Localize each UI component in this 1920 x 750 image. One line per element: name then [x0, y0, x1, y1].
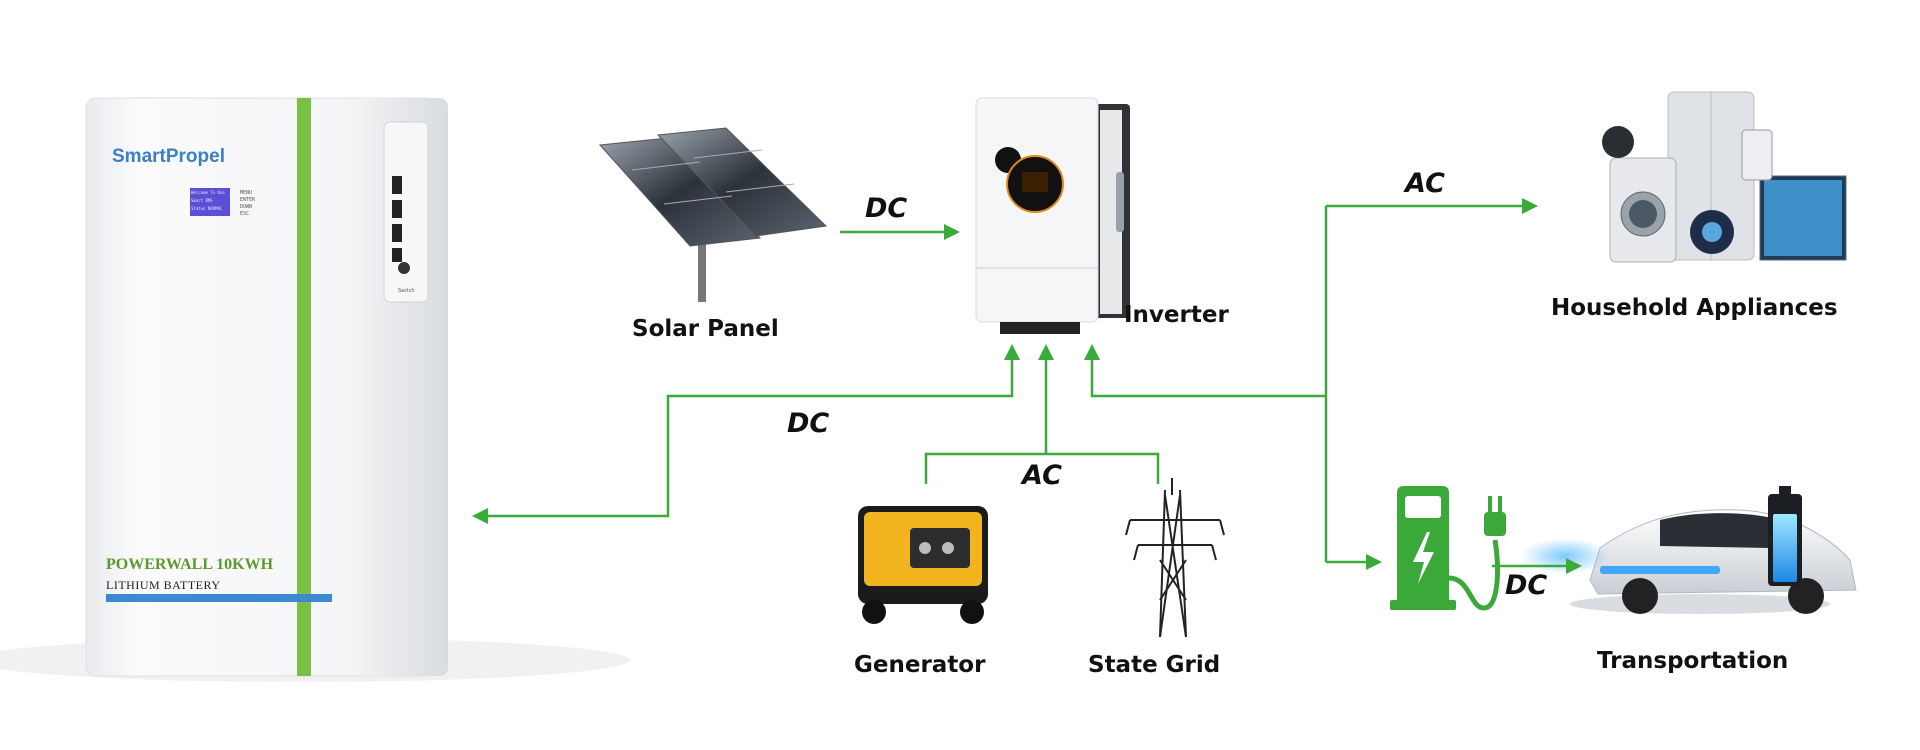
- household-appliances-label: Household Appliances: [1551, 295, 1838, 321]
- ev-charger-icon: [1390, 486, 1506, 611]
- battery-screen-line-1: Welcome To Use: [191, 190, 225, 195]
- generator-illustration: [858, 506, 988, 624]
- arrow-to-car: [1566, 558, 1582, 574]
- battery-illustration: [0, 97, 630, 682]
- switch-knob-icon: [398, 262, 410, 274]
- battery-screen-text: Welcome To Use Smart BMS Status NORMAL .…: [191, 189, 231, 221]
- battery-button-labels: MENU ENTER DOWN ESC: [240, 190, 255, 218]
- generator-label: Generator: [854, 652, 986, 678]
- inverter-illustration: [975, 97, 1130, 334]
- flow-label-car-dc: DC: [1505, 570, 1548, 601]
- battery-brand: SmartPropel: [112, 146, 225, 167]
- solar-panel-illustration: [598, 127, 828, 302]
- battery-button-label: ENTER: [240, 197, 256, 203]
- arrow-up-ac-input: [1084, 344, 1100, 360]
- transportation-label: Transportation: [1597, 648, 1789, 674]
- arrow-solar-to-inverter: [944, 224, 960, 240]
- water-dispenser-icon: [1741, 129, 1773, 181]
- arrow-to-charger: [1366, 554, 1382, 570]
- shaver-icon: [1602, 126, 1634, 158]
- battery-button-label: ESC: [240, 211, 250, 217]
- battery-type-label: LITHIUM BATTERY: [106, 578, 221, 592]
- battery-green-stripe: [297, 98, 311, 676]
- arrow-to-battery: [472, 508, 488, 524]
- flow-arrowheads: [472, 198, 1582, 574]
- flow-label-grid-ac: AC: [1022, 460, 1062, 491]
- household-appliances-illustration: [1602, 91, 1847, 263]
- battery-switch-label: Switch: [398, 288, 415, 294]
- electric-car-icon: [1521, 509, 1857, 614]
- inverter-label: Inverter: [1124, 302, 1229, 328]
- arrow-up-battery-input: [1004, 344, 1020, 360]
- battery-lcd-screen: [190, 188, 230, 216]
- solar-panel-label: Solar Panel: [632, 316, 779, 342]
- battery-button-label: DOWN: [240, 204, 253, 210]
- battery-blue-stripe: [106, 594, 332, 602]
- arrow-to-household: [1522, 198, 1538, 214]
- battery-button-label: MENU: [240, 190, 253, 196]
- flow-label-battery-dc: DC: [787, 408, 830, 439]
- flow-label-solar-dc: DC: [865, 193, 908, 224]
- state-grid-label: State Grid: [1088, 652, 1221, 678]
- battery-screen-line-3: Status NORMAL ...: [191, 206, 223, 219]
- arrow-up-grid-input: [1038, 344, 1054, 360]
- power-pylon-icon: [1125, 478, 1225, 638]
- battery-screen-line-2: Smart BMS: [191, 198, 213, 203]
- flow-lines: [488, 204, 1566, 568]
- battery-model-label: POWERWALL 10KWH: [106, 556, 274, 573]
- charging-battery-icon: [1768, 486, 1802, 586]
- flow-label-household-ac: AC: [1405, 168, 1445, 199]
